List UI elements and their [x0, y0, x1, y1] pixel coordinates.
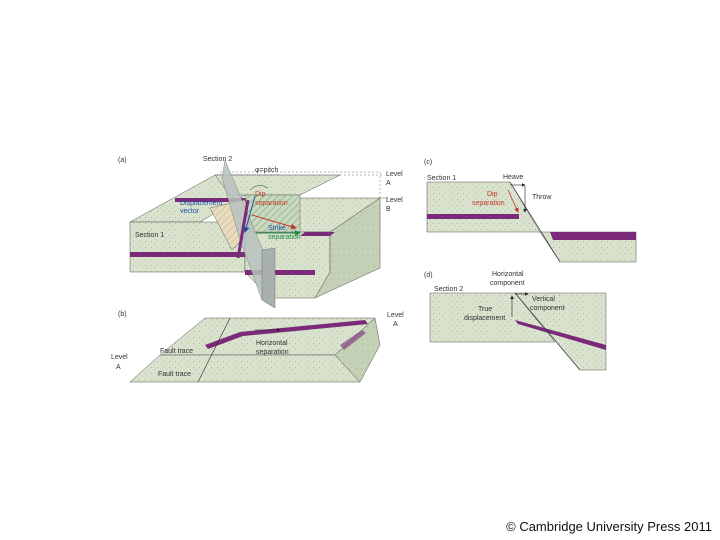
dip-separation-label-2: separation: [255, 200, 288, 207]
dip-separation-label-1: Dip: [255, 191, 266, 198]
panel-c: [426, 181, 637, 263]
true-displacement-label-2: displacement: [464, 315, 505, 322]
b-level-a-right-1: Level: [387, 312, 404, 319]
pitch-label: φ=pitch: [255, 167, 279, 174]
panel-b-tag: (b): [118, 311, 127, 318]
section1-label-a: Section 1: [135, 232, 164, 239]
heave-label: Heave: [503, 174, 523, 181]
level-a-label-1: Level: [386, 171, 403, 178]
horizontal-separation-label-2: separation: [256, 349, 289, 356]
b-level-a-left-1: Level: [111, 354, 128, 361]
panel-a-tag: (a): [118, 157, 127, 164]
strike-separation-label-1: Strike: [268, 225, 286, 232]
displacement-vector-label-1: Displacement: [180, 200, 222, 207]
copyright-notice: © Cambridge University Press 2011: [506, 519, 712, 534]
panel-a: [129, 159, 388, 309]
panel-d: [429, 292, 607, 371]
panel-d-tag: (d): [424, 272, 433, 279]
level-b-label-2: B: [386, 206, 391, 213]
vertical-component-label-2: component: [530, 305, 565, 312]
panel-b: [129, 317, 381, 383]
displacement-vector-label-2: vector: [180, 208, 200, 215]
level-a-label-2: A: [386, 180, 391, 187]
fault-trace-label-1: Fault trace: [160, 348, 193, 355]
c-dip-separation-label-1: Dip: [487, 191, 498, 198]
strike-separation-label-2: separation: [268, 234, 301, 241]
true-displacement-label-1: True: [478, 306, 492, 313]
panel-c-tag: (c): [424, 159, 432, 166]
horizontal-separation-label-1: Horizontal: [256, 340, 288, 347]
throw-label: Throw: [532, 194, 552, 201]
section2-label-d: Section 2: [434, 286, 463, 293]
c-dip-separation-label-2: separation: [472, 200, 505, 207]
fault-trace-label-2: Fault trace: [158, 371, 191, 378]
horizontal-component-label-2: component: [490, 280, 525, 287]
vertical-component-label-1: Vertical: [532, 296, 555, 303]
section1-label-c: Section 1: [427, 175, 456, 182]
level-b-label-1: Level: [386, 197, 403, 204]
horizontal-component-label-1: Horizontal: [492, 271, 524, 278]
b-level-a-right-2: A: [393, 321, 398, 328]
b-level-a-left-2: A: [116, 364, 121, 371]
section2-label: Section 2: [203, 156, 232, 163]
